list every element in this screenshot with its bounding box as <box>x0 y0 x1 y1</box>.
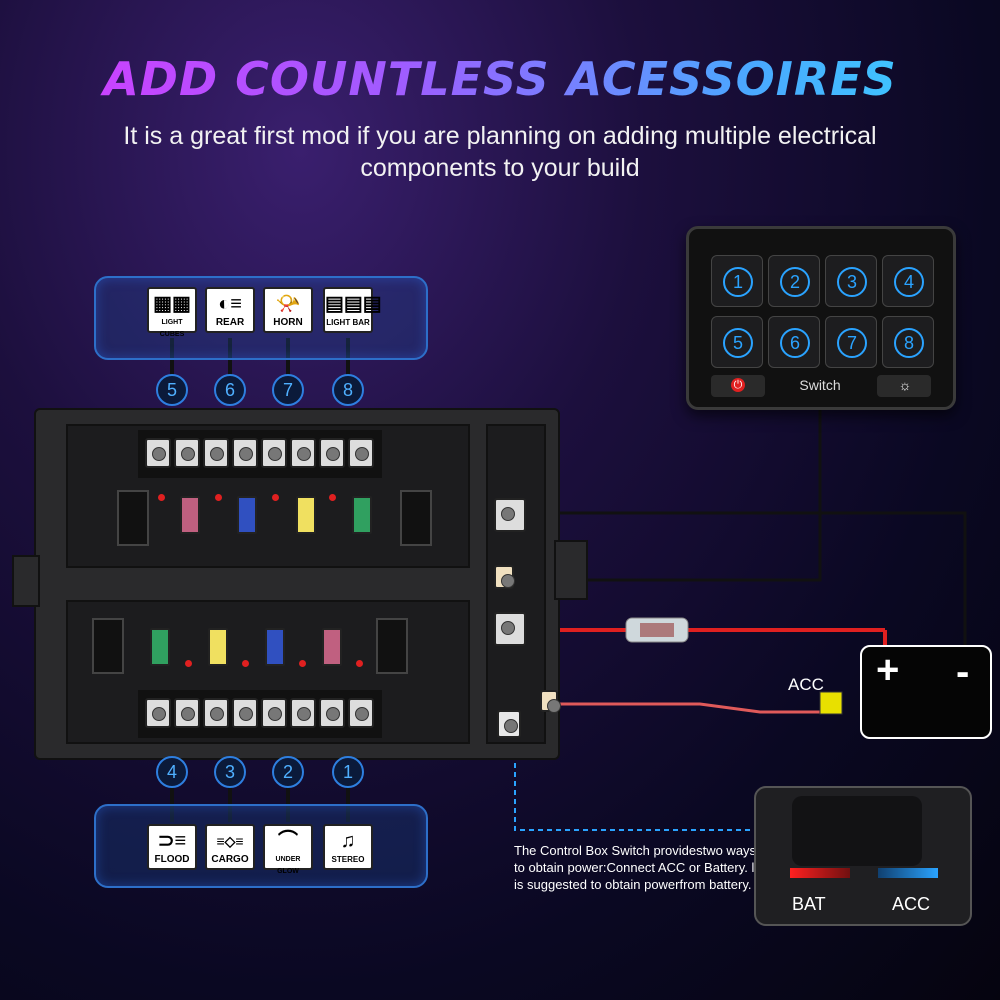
brightness-icon: ☼ <box>898 377 912 393</box>
terminal <box>203 438 229 468</box>
switch-key-7[interactable]: 7 <box>825 316 877 368</box>
terminal <box>174 438 200 468</box>
terminal <box>261 438 287 468</box>
power-button[interactable]: ⏻ <box>711 375 765 397</box>
switch-key-2[interactable]: 2 <box>768 255 820 307</box>
light-bar-icon: ▤▤▤LIGHT BAR <box>323 287 382 333</box>
mount-ear-left <box>12 555 40 607</box>
switch-key-4[interactable]: 4 <box>882 255 934 307</box>
battery <box>860 645 992 739</box>
rear-light-icon: ◐≡REAR <box>205 287 255 333</box>
terminal <box>261 698 287 728</box>
cargo-light-icon: ≡◇≡CARGO <box>205 824 255 870</box>
under-glow-icon: ⌒UNDER GLOW <box>263 824 313 875</box>
indicator-led <box>185 660 192 667</box>
rear-label: REAR <box>215 317 245 328</box>
top-accessories-panel <box>94 276 428 360</box>
brightness-button[interactable]: ☼ <box>877 375 931 397</box>
fuse-blue <box>237 496 257 534</box>
page-subtitle: It is a great first mod if you are plann… <box>123 122 877 182</box>
terminal <box>174 698 200 728</box>
terminal <box>145 438 171 468</box>
light-bar-label: LIGHT BAR <box>326 318 370 327</box>
cargo-label: CARGO <box>211 854 249 865</box>
circuit-4-badge: 4 <box>156 756 188 788</box>
inset-bat-label: BAT <box>792 894 826 914</box>
terminal <box>290 698 316 728</box>
switch-key-3[interactable]: 3 <box>825 255 877 307</box>
terminal <box>348 438 374 468</box>
horn-label: HORN <box>273 317 303 328</box>
fuse-slot <box>400 490 432 546</box>
switch-key-1[interactable]: 1 <box>711 255 763 307</box>
terminal <box>290 438 316 468</box>
indicator-led <box>356 660 363 667</box>
mount-ear-right <box>554 540 588 600</box>
horn-icon: 📯HORN <box>263 287 313 333</box>
fuse-yellow <box>208 628 228 666</box>
arrow-right-icon <box>878 868 938 878</box>
circuit-5-badge: 5 <box>156 374 188 406</box>
circuit-7-badge: 7 <box>272 374 304 406</box>
bat-acc-selector <box>497 710 521 738</box>
stereo-label: STEREO <box>331 855 365 864</box>
switch-label: Switch <box>799 377 841 393</box>
bottom-accessories-panel <box>94 804 428 888</box>
page-title: ADD COUNTLESS ACESSOIRES <box>0 52 1000 106</box>
circuit-6-badge: 6 <box>214 374 246 406</box>
fuse-slot <box>92 618 124 674</box>
terminal <box>203 698 229 728</box>
fuse-green <box>352 496 372 534</box>
terminal <box>232 698 258 728</box>
battery-positive-label: + <box>876 648 900 692</box>
indicator-led <box>158 494 165 501</box>
fuse-slot <box>117 490 149 546</box>
fuse-slot <box>376 618 408 674</box>
terminal <box>319 438 345 468</box>
terminal <box>145 698 171 728</box>
indicator-led <box>272 494 279 501</box>
bat-acc-switch-inset: BAT ACC <box>754 786 972 926</box>
indicator-led <box>215 494 222 501</box>
acc-connector <box>540 690 561 713</box>
circuit-8-badge: 8 <box>332 374 364 406</box>
indicator-led <box>299 660 306 667</box>
control-box-side-bay <box>486 424 546 744</box>
selector-switch-photo <box>792 796 922 866</box>
indicator-led <box>242 660 249 667</box>
fuse-red <box>180 496 200 534</box>
switch-key-5[interactable]: 5 <box>711 316 763 368</box>
fuse-green <box>150 628 170 666</box>
indicator-led <box>329 494 336 501</box>
light-cubes-icon: ▦▦LIGHT CUBES <box>147 287 197 338</box>
power-source-note: The Control Box Switch providestwo ways … <box>514 843 758 892</box>
terminal <box>319 698 345 728</box>
under-glow-label: UNDER GLOW <box>275 856 301 875</box>
battery-negative-label: - <box>956 650 970 694</box>
fuse-red <box>322 628 342 666</box>
circuit-3-badge: 3 <box>214 756 246 788</box>
positive-power-terminal <box>494 612 526 646</box>
terminal <box>232 438 258 468</box>
fuse-yellow <box>296 496 316 534</box>
arrow-left-icon <box>790 868 850 878</box>
negative-power-terminal <box>494 498 526 532</box>
flood-label: FLOOD <box>154 854 190 865</box>
flood-light-icon: ⊃≡FLOOD <box>147 824 197 870</box>
stereo-icon: ♫STEREO <box>323 824 373 870</box>
fuse-blue <box>265 628 285 666</box>
circuit-2-badge: 2 <box>272 756 304 788</box>
terminal <box>348 698 374 728</box>
inset-acc-label: ACC <box>892 894 931 914</box>
circuit-1-badge: 1 <box>332 756 364 788</box>
light-cubes-label: LIGHT CUBES <box>159 319 185 338</box>
power-icon: ⏻ <box>731 378 745 392</box>
switch-panel: 1 2 3 4 5 6 7 8 ⏻ Switch ☼ <box>686 226 956 410</box>
switch-key-8[interactable]: 8 <box>882 316 934 368</box>
switch-key-6[interactable]: 6 <box>768 316 820 368</box>
acc-label: ACC <box>788 675 824 694</box>
switch-connector <box>494 565 515 589</box>
